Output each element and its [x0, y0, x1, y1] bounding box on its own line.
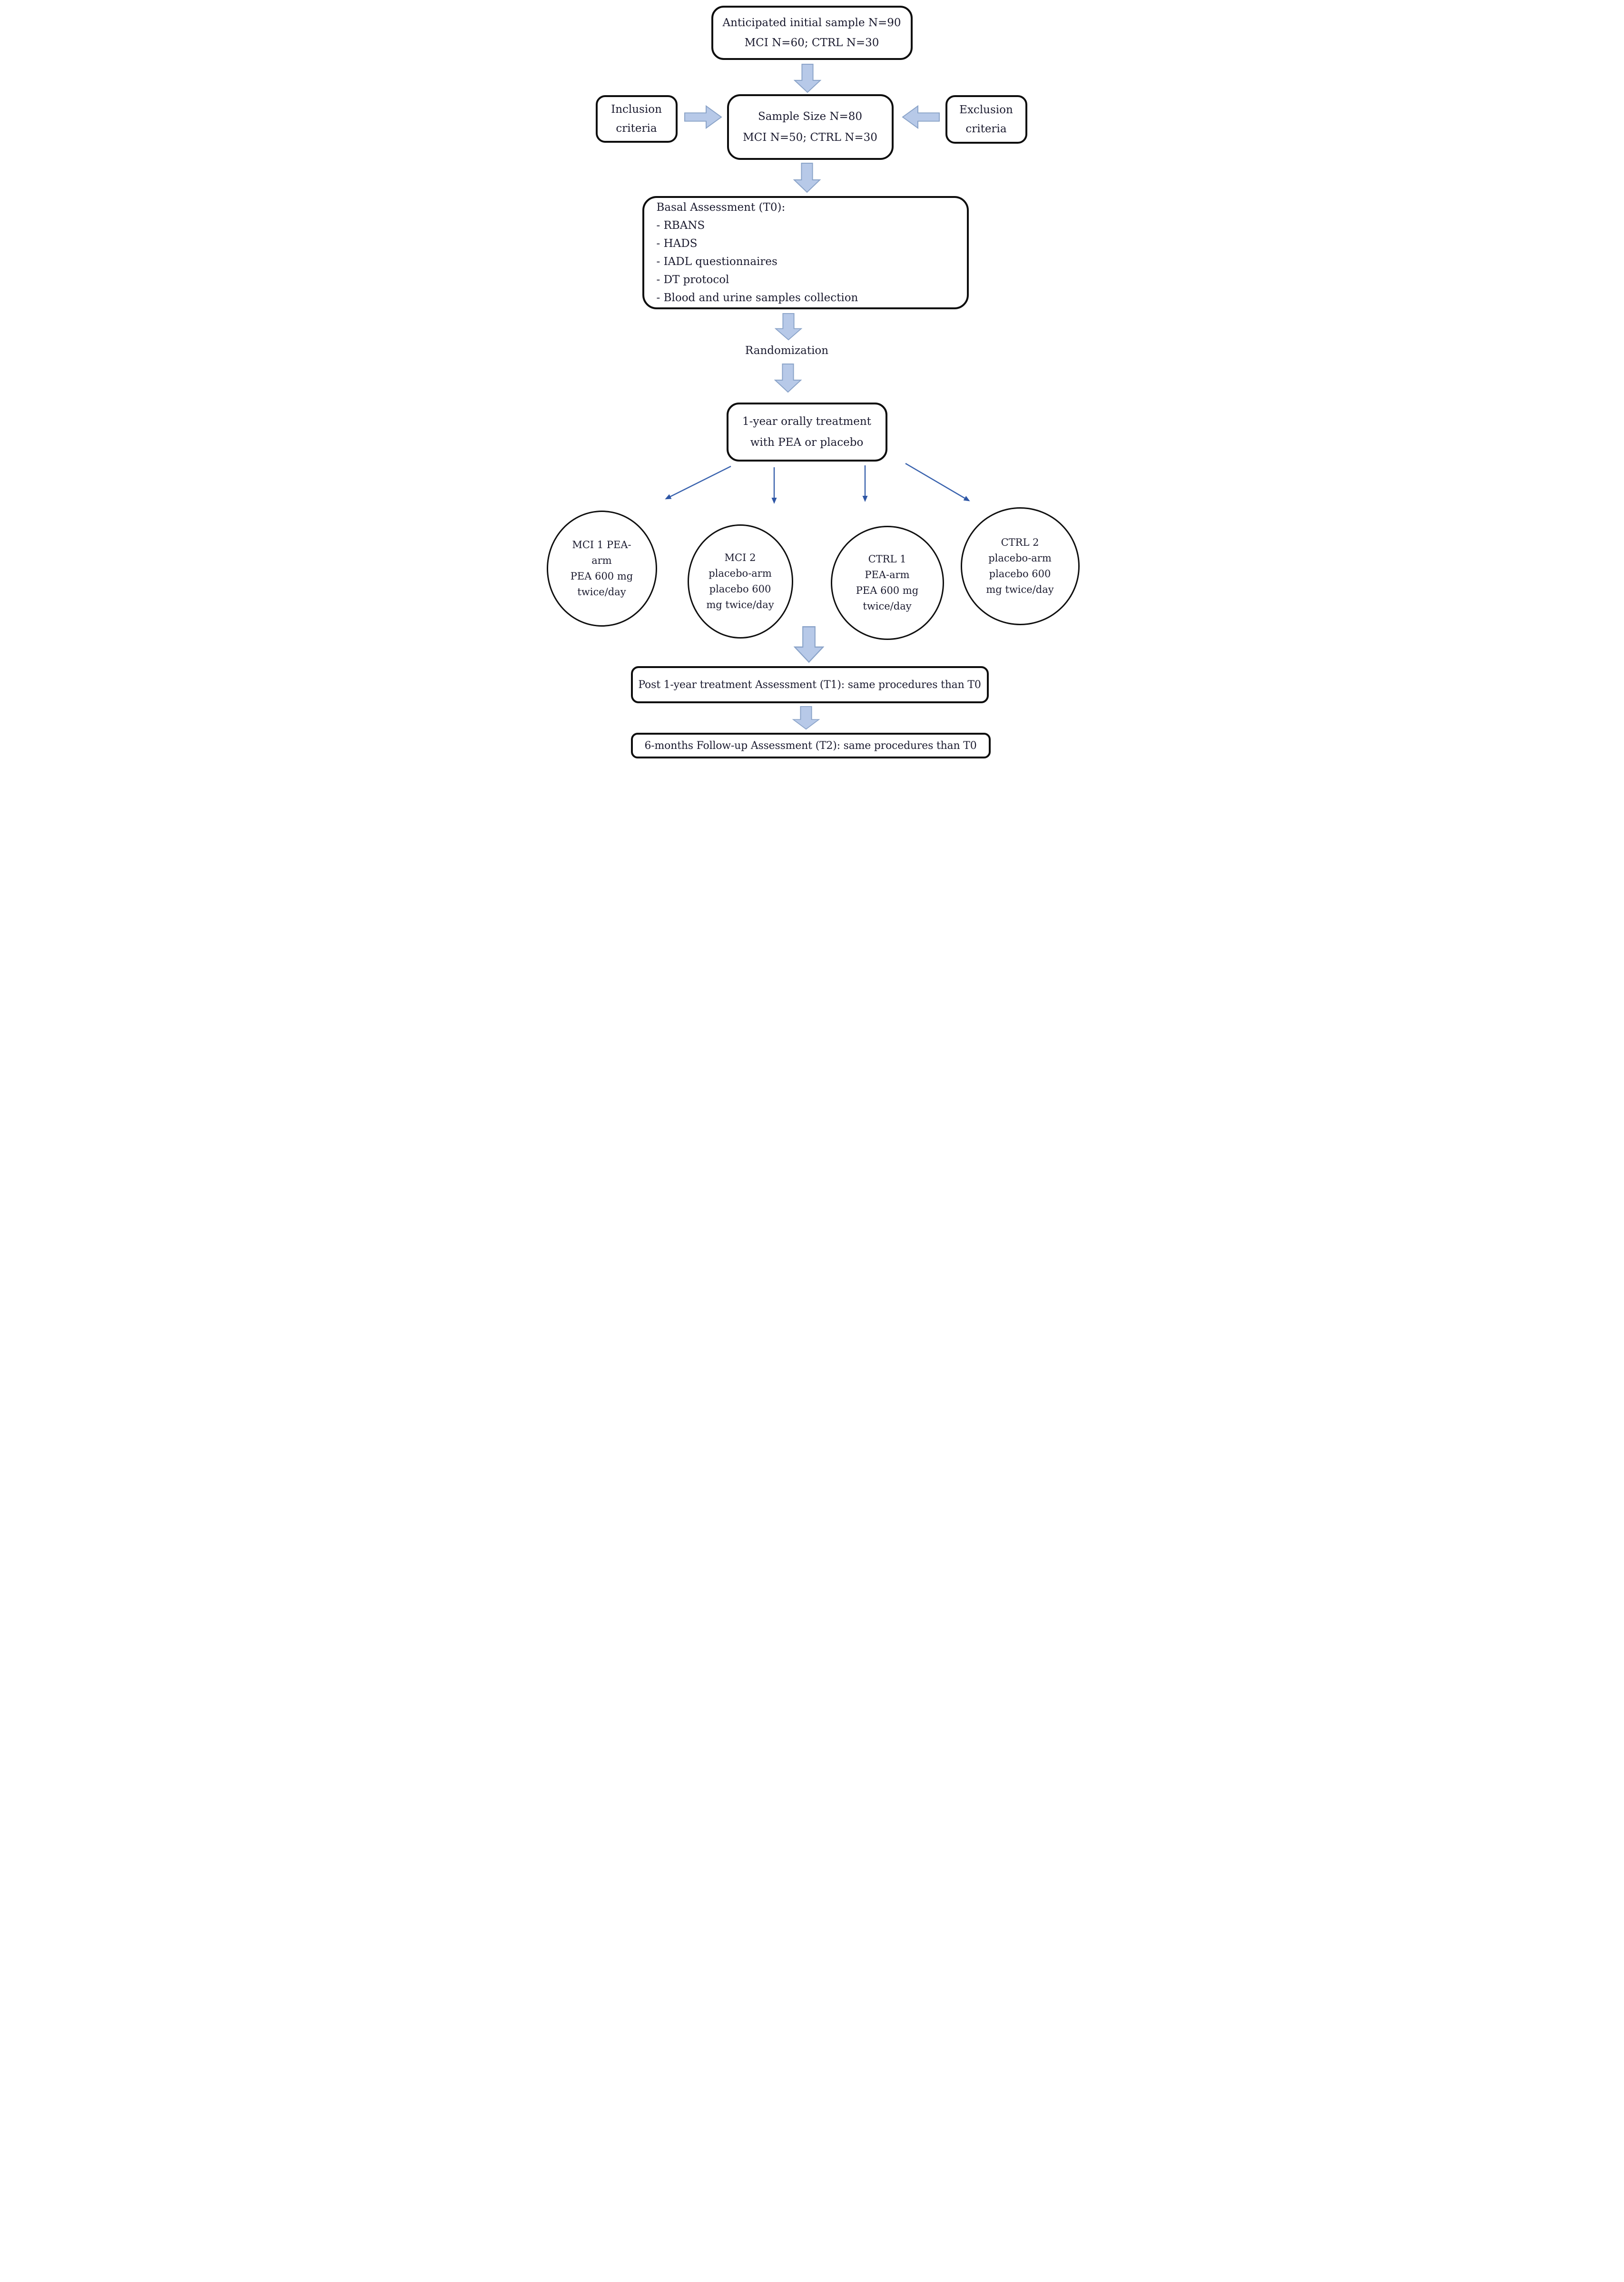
randomization-assignment-arrows — [664, 462, 970, 504]
box-line: MCI N=60; CTRL N=30 — [744, 37, 879, 49]
block-arrow-down-icon — [774, 364, 802, 393]
box-line: MCI N=50; CTRL N=30 — [743, 131, 877, 144]
block-arrow-down-icon — [792, 706, 820, 730]
thin-arrow-down-icon — [905, 462, 970, 502]
box-line: criteria — [616, 122, 657, 135]
arm-circle-mci1-pea: MCI 1 PEA- arm PEA 600 mg twice/day — [546, 511, 657, 627]
circle-line: PEA 600 mg — [856, 585, 919, 596]
box-line: 1-year orally treatment — [742, 415, 871, 428]
basal-item: - RBANS — [656, 219, 705, 232]
circle-line: placebo-arm — [988, 552, 1052, 564]
randomization-label: Randomization — [745, 344, 829, 357]
arm-circle-ctrl1-pea: CTRL 1 PEA-arm PEA 600 mg twice/day — [830, 526, 944, 640]
circle-line: placebo-arm — [709, 568, 772, 579]
circle-line: placebo 600 — [989, 568, 1051, 580]
circle-line: twice/day — [863, 600, 912, 612]
circle-line: CTRL 2 — [1001, 537, 1039, 548]
inclusion-criteria-box: Inclusion criteria — [595, 95, 678, 143]
circle-line: placebo 600 — [709, 583, 771, 595]
box-line: Anticipated initial sample N=90 — [722, 17, 901, 29]
arm-circle-mci2-placebo: MCI 2 placebo-arm placebo 600 mg twice/d… — [687, 524, 793, 639]
box-line: Exclusion — [959, 104, 1013, 116]
basal-assessment-box: Basal Assessment (T0): - RBANS - HADS - … — [642, 196, 969, 309]
block-arrow-down-icon — [774, 313, 802, 341]
box-line: criteria — [965, 123, 1007, 135]
circle-line: MCI 1 PEA- — [572, 539, 631, 551]
basal-item: - HADS — [656, 237, 698, 250]
arm-circle-ctrl2-placebo: CTRL 2 placebo-arm placebo 600 mg twice/… — [960, 507, 1080, 625]
box-line: Sample Size N=80 — [758, 110, 863, 123]
circle-line: arm — [591, 555, 612, 566]
box-line: Inclusion — [611, 103, 662, 116]
basal-item: - Blood and urine samples collection — [656, 292, 858, 304]
t2-followup-box: 6-months Follow-up Assessment (T2): same… — [630, 733, 991, 758]
circle-line: MCI 2 — [724, 552, 756, 563]
box-line: 6-months Follow-up Assessment (T2): same… — [644, 739, 977, 752]
anticipated-sample-box: Anticipated initial sample N=90 MCI N=60… — [711, 6, 913, 60]
block-arrow-down-icon — [793, 626, 824, 663]
circle-line: PEA-arm — [865, 569, 910, 580]
sample-size-box: Sample Size N=80 MCI N=50; CTRL N=30 — [727, 94, 894, 160]
clinical-trial-flowchart: Anticipated initial sample N=90 MCI N=60… — [541, 0, 1083, 761]
block-arrow-down-icon — [793, 64, 821, 93]
treatment-box: 1-year orally treatment with PEA or plac… — [726, 403, 887, 462]
circle-line: CTRL 1 — [868, 553, 906, 565]
block-arrow-down-icon — [793, 163, 821, 193]
circle-line: twice/day — [577, 586, 626, 598]
circle-line: mg twice/day — [706, 599, 774, 610]
basal-item: - IADL questionnaires — [656, 256, 778, 268]
thin-arrow-down-icon — [664, 465, 731, 500]
basal-title: Basal Assessment (T0): — [656, 201, 786, 214]
block-arrow-right-icon — [684, 105, 722, 129]
box-line: with PEA or placebo — [750, 436, 864, 449]
block-arrow-left-icon — [901, 105, 940, 129]
box-line: Post 1-year treatment Assessment (T1): s… — [638, 679, 981, 691]
exclusion-criteria-box: Exclusion criteria — [945, 95, 1027, 144]
basal-item: - DT protocol — [656, 274, 729, 286]
t1-assessment-box: Post 1-year treatment Assessment (T1): s… — [630, 666, 989, 703]
circle-line: PEA 600 mg — [570, 570, 633, 582]
circle-line: mg twice/day — [986, 584, 1054, 595]
